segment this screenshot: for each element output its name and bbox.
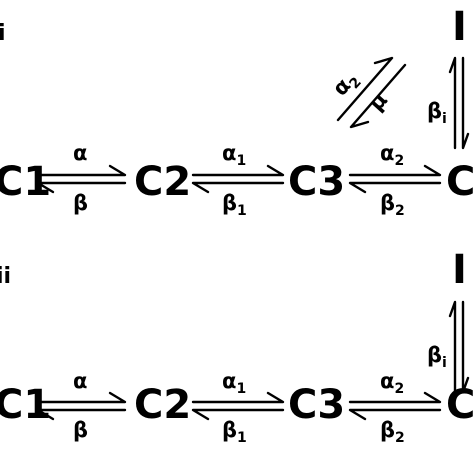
arrow-vertical-down [461, 56, 470, 150]
arrow-diagonal-up [336, 56, 394, 122]
transition-c3-c: α2 β2 [348, 369, 442, 446]
rate-vertical-label: βi [427, 343, 447, 371]
arrow-backward [191, 408, 285, 421]
panel-label-i: i [0, 21, 6, 46]
rate-forward-label: α2 [380, 141, 404, 169]
rate-backward-label: β1 [222, 418, 247, 446]
state-c-open: C [446, 159, 474, 205]
arrow-forward [191, 391, 285, 404]
arrow-backward [348, 181, 442, 194]
panel-label-ii: ii [0, 264, 11, 289]
arrow-forward [36, 391, 127, 404]
arrow-backward [191, 181, 285, 194]
rate-forward-label: α [73, 369, 87, 393]
state-inactivated: I [452, 4, 467, 50]
transition-i-c-vertical: βi [427, 300, 470, 394]
rate-forward-label: α2 [380, 369, 404, 397]
state-c2: C2 [134, 382, 191, 428]
transition-c1-c2: α β [36, 141, 127, 215]
rate-backward-label: β [73, 418, 88, 442]
arrow-vertical-down [461, 300, 470, 394]
arrow-backward [36, 181, 127, 194]
rate-backward-label: β2 [380, 418, 405, 446]
rate-forward-label: α1 [222, 369, 246, 397]
state-c3: C3 [288, 382, 345, 428]
arrow-forward [191, 164, 285, 177]
rate-backward-label: β [73, 191, 88, 215]
state-c1: C1 [0, 382, 51, 428]
state-c3: C3 [288, 159, 345, 205]
arrow-vertical-up [448, 300, 457, 394]
transition-c3-i-diagonal: α2 μ [328, 56, 407, 129]
panel-i: i C1 C2 C3 C I α β α1 β1 α2 β2 [0, 4, 474, 219]
rate-forward-label: α [73, 141, 87, 165]
panel-ii: ii C1 C2 C3 C I α β α1 β1 α2 β2 [0, 247, 474, 446]
state-c2: C2 [134, 159, 191, 205]
rate-forward-label: α1 [222, 141, 246, 169]
arrow-backward [348, 408, 442, 421]
arrow-backward [36, 408, 127, 421]
rate-diagonal-down-label: μ [364, 88, 392, 116]
arrow-vertical-up [448, 56, 457, 150]
transition-i-c-vertical: βi [427, 56, 470, 150]
rate-vertical-label: βi [427, 99, 447, 127]
rate-backward-label: β1 [222, 191, 247, 219]
transition-c1-c2: α β [36, 369, 127, 442]
arrow-forward [36, 164, 127, 177]
arrow-forward [348, 164, 442, 177]
transition-c2-c3: α1 β1 [191, 369, 285, 446]
rate-diagonal-up-label: α2 [328, 66, 365, 103]
transition-c2-c3: α1 β1 [191, 141, 285, 219]
state-c-open: C [446, 382, 474, 428]
state-inactivated: I [452, 247, 467, 293]
arrow-forward [348, 391, 442, 404]
transition-c3-c: α2 β2 [348, 141, 442, 219]
arrow-diagonal-down [349, 63, 407, 129]
rate-backward-label: β2 [380, 191, 405, 219]
